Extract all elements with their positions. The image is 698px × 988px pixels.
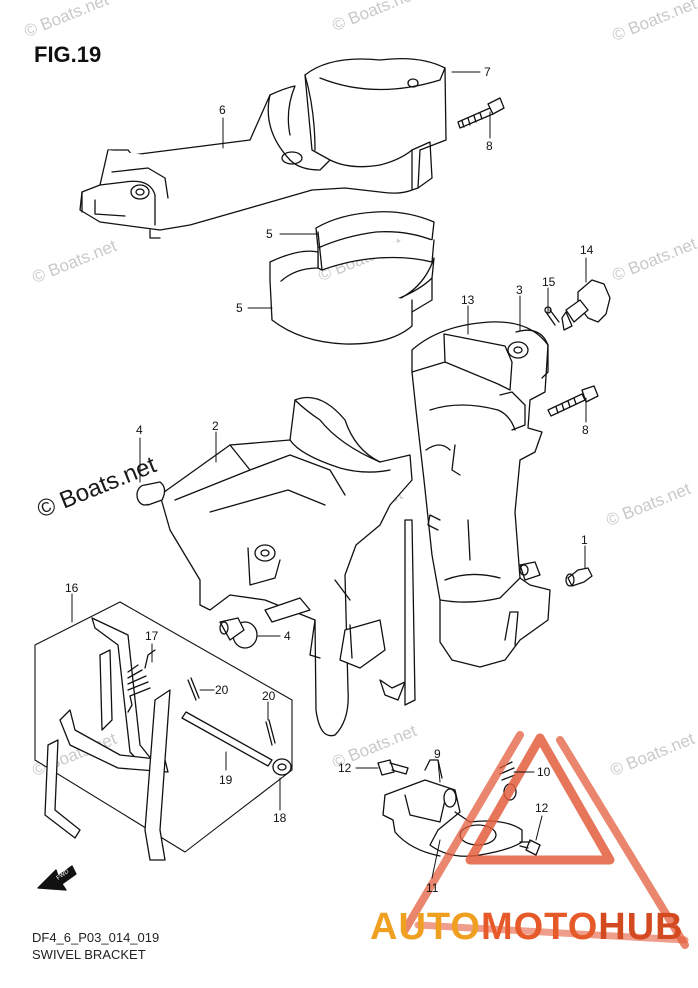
callout-label: 3: [516, 283, 523, 297]
pin: [544, 306, 560, 326]
callout-label: 16: [65, 581, 79, 595]
clamp-bracket: [159, 396, 416, 737]
callout-label: 12: [535, 801, 549, 815]
tilt-lever-box: [34, 601, 293, 853]
logo-part-hub: HUB: [598, 906, 684, 948]
bolt: [457, 97, 505, 129]
bolt: [377, 759, 409, 776]
washer: [272, 758, 292, 776]
callout-label: 4: [136, 423, 143, 437]
swivel-bracket: [411, 321, 551, 668]
collar: [443, 788, 457, 808]
bolt: [547, 385, 599, 417]
bushing-small: [136, 481, 166, 506]
cotter-pin: [265, 719, 276, 746]
bushing: [315, 211, 435, 271]
cotter-pin: [187, 677, 200, 701]
knob: [561, 279, 611, 331]
logo-triangle: [401, 731, 689, 949]
logo-part-auto: AUTO: [370, 906, 481, 948]
upper-clamp-bracket: [79, 58, 447, 239]
callout-label: 5: [236, 301, 243, 315]
bushing-small: [219, 617, 258, 649]
callout-label: 13: [461, 293, 475, 307]
callout-label: 9: [434, 747, 441, 761]
callout-label: 7: [484, 65, 491, 79]
spring: [127, 649, 156, 713]
logo-wordmark: AUTOMOTOHUB: [370, 906, 684, 949]
callout-label: 8: [486, 139, 493, 153]
callout-label: 8: [582, 423, 589, 437]
callout-label: 11: [426, 881, 439, 895]
fwd-arrow-icon: FWD: [37, 865, 77, 891]
callout-label: 18: [273, 811, 287, 825]
callout-label: 20: [215, 683, 229, 697]
shaft: [181, 711, 273, 767]
callouts: 7 6 8 5 5 14 15 3 13 8 2 4 1 16 17 4 20 …: [65, 65, 594, 895]
callout-label: 10: [537, 765, 551, 779]
diagram-caption: SWIVEL BRACKET: [32, 947, 146, 962]
bolt: [519, 839, 541, 856]
callout-label: 14: [580, 243, 594, 257]
callout-label: 15: [542, 275, 556, 289]
callout-label: 17: [145, 629, 159, 643]
tilt-lever: [44, 617, 171, 861]
callout-label: 5: [266, 227, 273, 241]
callout-label: 12: [338, 761, 352, 775]
callout-label: 6: [219, 103, 226, 117]
callout-label: 19: [219, 773, 233, 787]
figure-title: FIG.19: [34, 42, 102, 67]
callout-label: 20: [262, 689, 276, 703]
bushing: [269, 250, 435, 345]
callout-label: 4: [284, 629, 291, 643]
diagram-code: DF4_6_P03_014_019: [32, 930, 160, 945]
grease-fitting: [565, 567, 593, 587]
leader-lines: [71, 71, 587, 879]
callout-label: 1: [581, 533, 588, 547]
callout-label: 2: [212, 419, 219, 433]
logo-part-moto: MOTO: [480, 906, 599, 948]
